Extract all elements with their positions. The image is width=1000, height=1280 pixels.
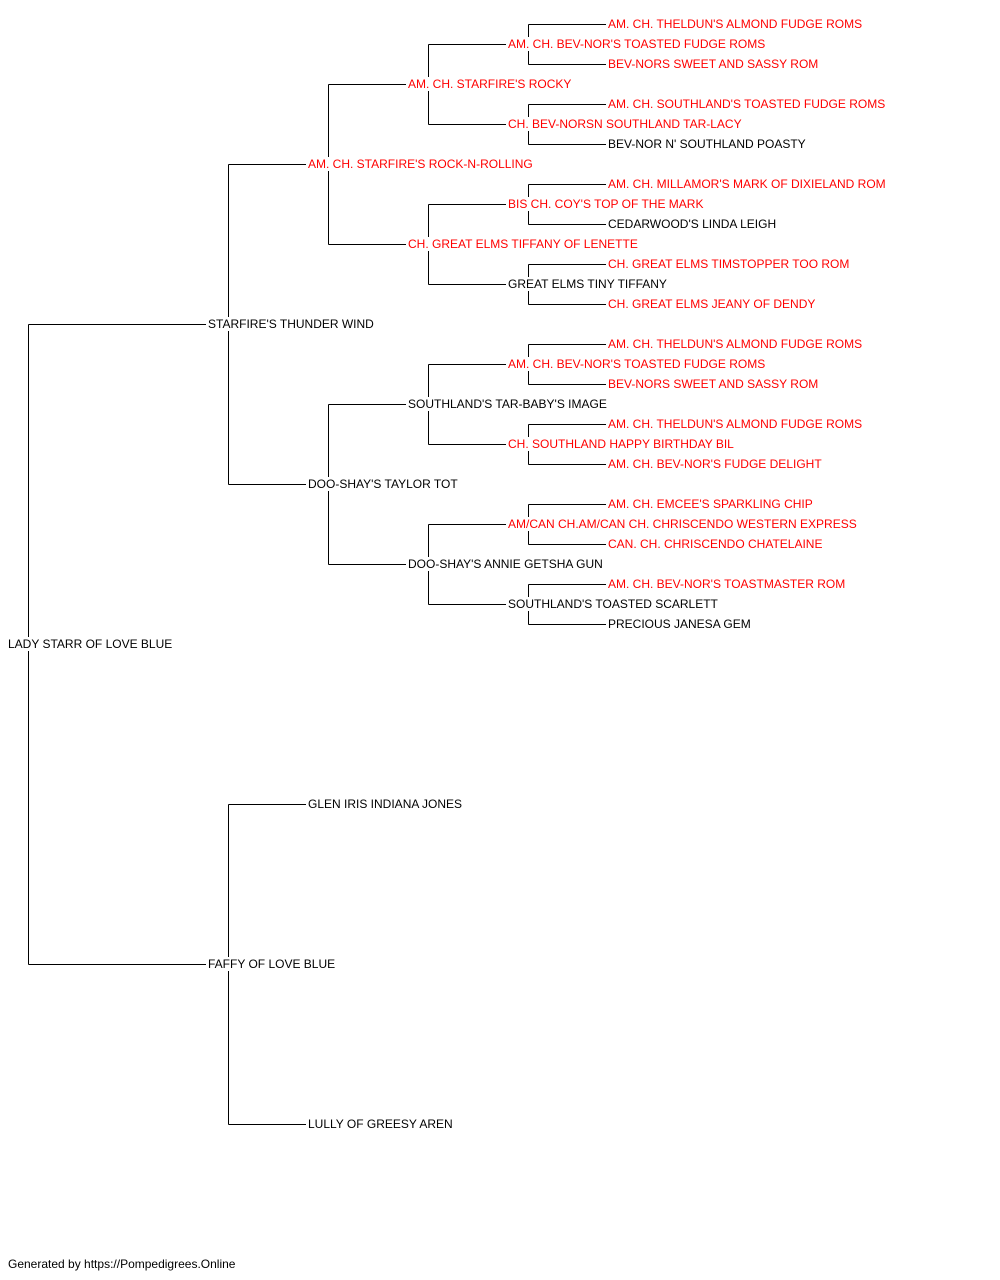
- dam-name: CAN. CH. CHRISCENDO CHATELAINE: [606, 537, 825, 551]
- dam-name: PRECIOUS JANESA GEM: [606, 617, 753, 631]
- generated-by-footer: Generated by https://Pompedigrees.Online: [8, 1257, 236, 1271]
- subject-name: LADY STARR OF LOVE BLUE: [6, 637, 175, 651]
- sire-name: AM. CH. THELDUN'S ALMOND FUDGE ROMS: [606, 17, 865, 31]
- dam-name: CH. GREAT ELMS JEANY OF DENDY: [606, 297, 818, 311]
- sire-name: AM. CH. STARFIRE'S ROCKY: [406, 77, 574, 91]
- sire-name: SOUTHLAND'S TAR-BABY'S IMAGE: [406, 397, 609, 411]
- dam-name: BEV-NOR N' SOUTHLAND POASTY: [606, 137, 808, 151]
- sire-name: CH. GREAT ELMS TIMSTOPPER TOO ROM: [606, 257, 852, 271]
- dam-name: FAFFY OF LOVE BLUE: [206, 957, 338, 971]
- sire-name: AM. CH. THELDUN'S ALMOND FUDGE ROMS: [606, 417, 865, 431]
- dam-name: CH. SOUTHLAND HAPPY BIRTHDAY BIL: [506, 437, 736, 451]
- sire-name: BIS CH. COY'S TOP OF THE MARK: [506, 197, 706, 211]
- sire-name: AM. CH. BEV-NOR'S TOASTED FUDGE ROMS: [506, 37, 768, 51]
- sire-name: AM. CH. BEV-NOR'S TOASTMASTER ROM: [606, 577, 848, 591]
- dam-name: GREAT ELMS TINY TIFFANY: [506, 277, 669, 291]
- dam-name: CH. GREAT ELMS TIFFANY OF LENETTE: [406, 237, 640, 251]
- sire-name: AM. CH. THELDUN'S ALMOND FUDGE ROMS: [606, 337, 865, 351]
- dam-name: BEV-NORS SWEET AND SASSY ROM: [606, 57, 821, 71]
- sire-name: AM. CH. STARFIRE'S ROCK-N-ROLLING: [306, 157, 535, 171]
- dam-name: CEDARWOOD'S LINDA LEIGH: [606, 217, 779, 231]
- dam-name: DOO-SHAY'S TAYLOR TOT: [306, 477, 460, 491]
- dam-name: CH. BEV-NORSN SOUTHLAND TAR-LACY: [506, 117, 744, 131]
- sire-name: AM. CH. SOUTHLAND'S TOASTED FUDGE ROMS: [606, 97, 888, 111]
- sire-name: STARFIRE'S THUNDER WIND: [206, 317, 376, 331]
- dam-name: LULLY OF GREESY AREN: [306, 1117, 455, 1131]
- sire-name: AM. CH. MILLAMOR'S MARK OF DIXIELAND ROM: [606, 177, 888, 191]
- sire-name: GLEN IRIS INDIANA JONES: [306, 797, 465, 811]
- sire-name: AM. CH. EMCEE'S SPARKLING CHIP: [606, 497, 815, 511]
- dam-name: DOO-SHAY'S ANNIE GETSHA GUN: [406, 557, 605, 571]
- dam-name: AM. CH. BEV-NOR'S FUDGE DELIGHT: [606, 457, 824, 471]
- dam-name: SOUTHLAND'S TOASTED SCARLETT: [506, 597, 720, 611]
- dam-name: BEV-NORS SWEET AND SASSY ROM: [606, 377, 821, 391]
- sire-name: AM. CH. BEV-NOR'S TOASTED FUDGE ROMS: [506, 357, 768, 371]
- sire-name: AM/CAN CH.AM/CAN CH. CHRISCENDO WESTERN …: [506, 517, 859, 531]
